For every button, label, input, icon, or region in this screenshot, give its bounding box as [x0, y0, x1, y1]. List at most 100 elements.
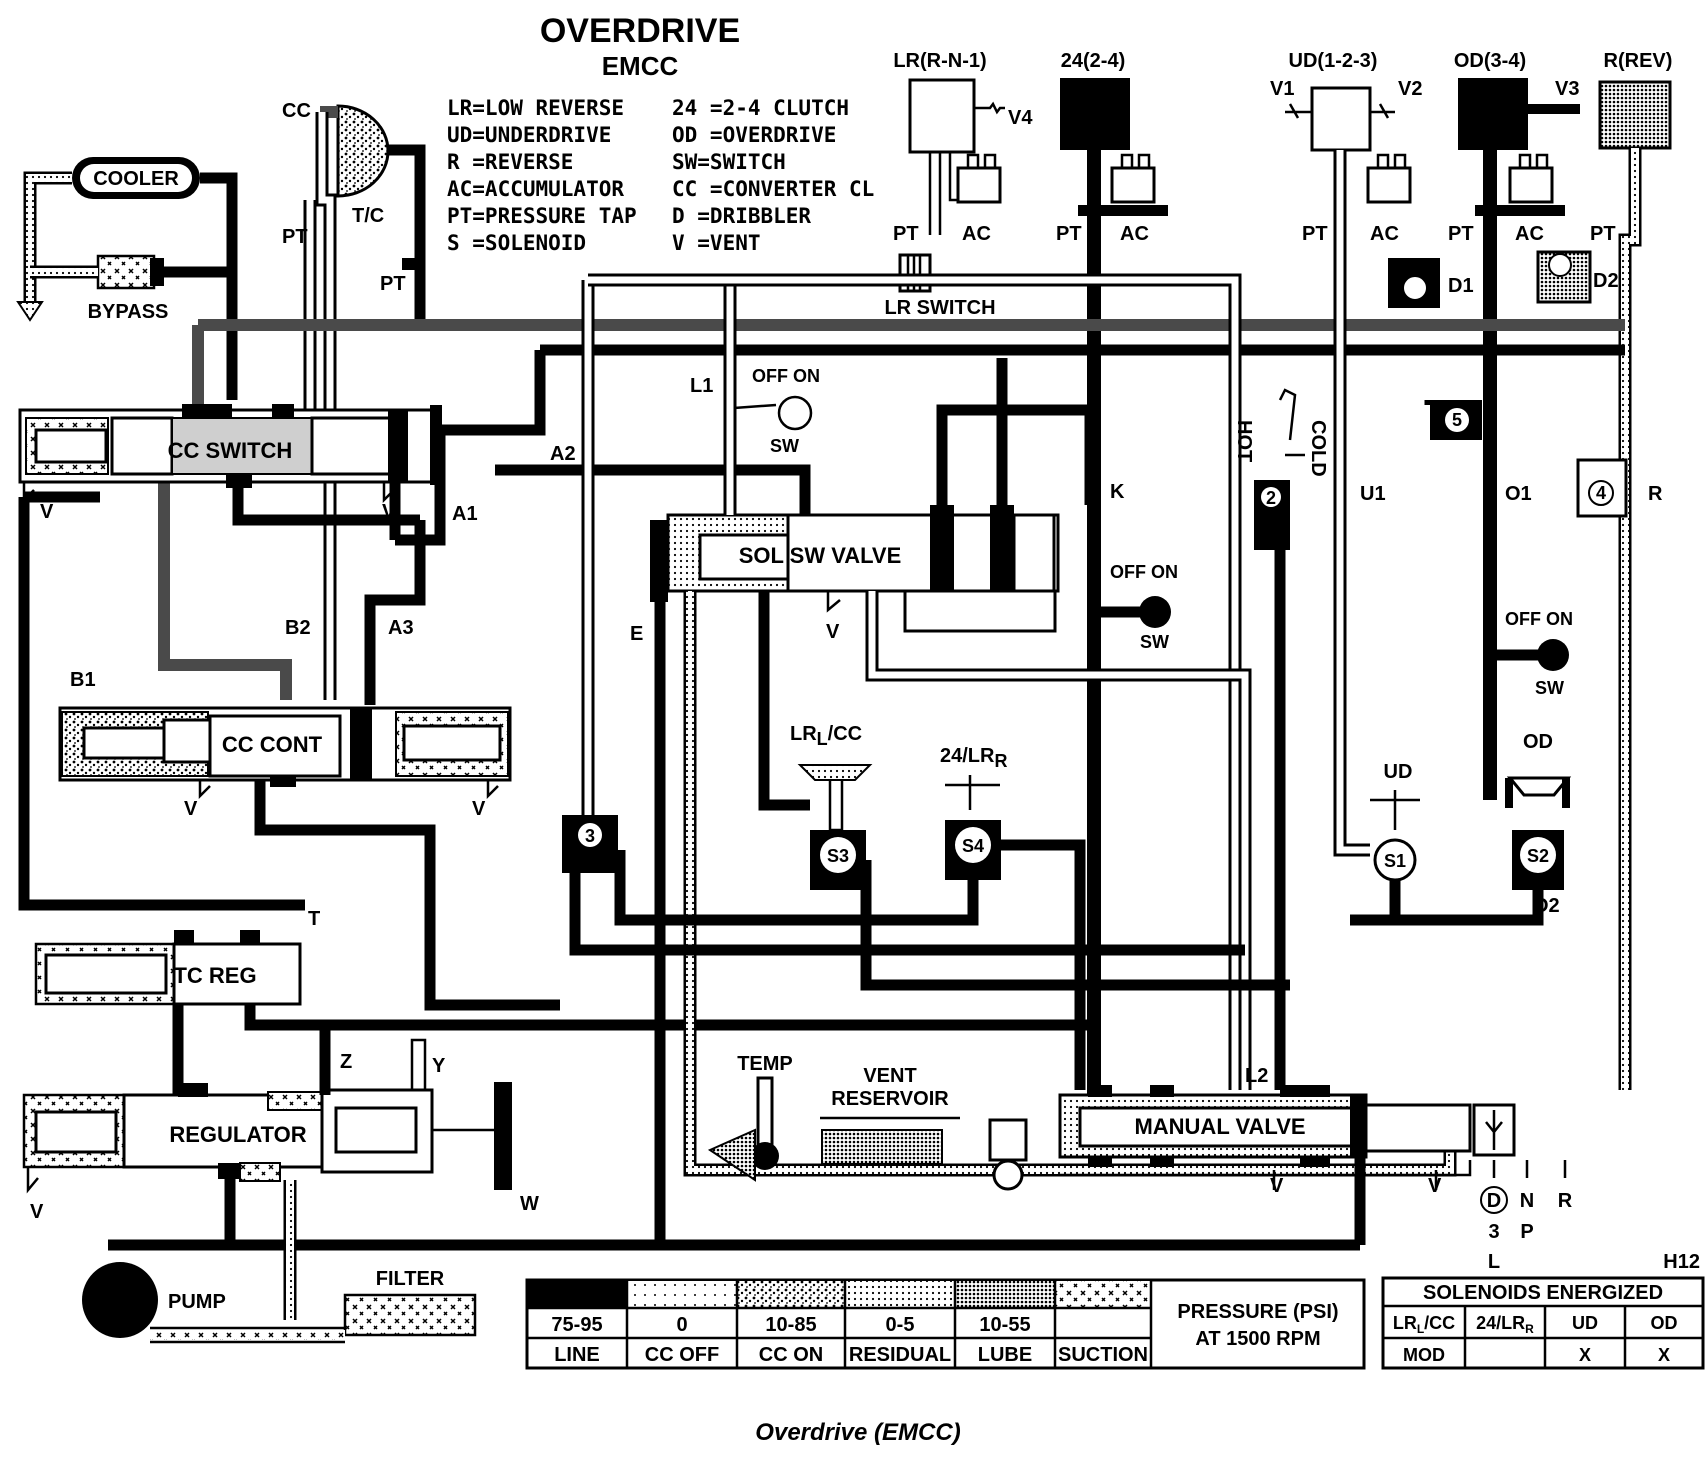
pressure-value-line: 75-95: [551, 1314, 602, 1336]
vent-reservoir-label-2: RESERVOIR: [831, 1088, 949, 1110]
hot-label: HOT: [1233, 420, 1255, 462]
solenoid-s1: UD S1: [1370, 761, 1420, 882]
check-ball-3: 3: [562, 815, 618, 873]
cc-cont-valve: CC CONT V V: [58, 706, 512, 820]
regulator-valve: REGULATOR V Z Y W: [22, 1051, 539, 1223]
pt-tc-label: PT: [380, 273, 406, 295]
regulator-vent: V: [30, 1201, 44, 1223]
line-t-label: T: [308, 908, 320, 930]
thermal-valve: HOT COLD 2: [1233, 388, 1329, 550]
temp-sensor: TEMP: [707, 1053, 793, 1182]
ac-24-label: AC: [1120, 223, 1149, 245]
temp-label: TEMP: [737, 1053, 793, 1075]
figure-caption: Overdrive (EMCC): [755, 1419, 960, 1446]
key-pt: PT=PRESSURE TAP: [447, 204, 637, 228]
solenoids-val-lrcc: MOD: [1403, 1345, 1445, 1365]
pump: PUMP: [82, 1262, 226, 1338]
dribbler-d2: D2: [1536, 250, 1619, 304]
cc-switch-label: CC SWITCH: [168, 438, 293, 463]
ac-lr-label: AC: [962, 223, 991, 245]
pressure-name-residual: RESIDUAL: [849, 1344, 951, 1366]
pt-ud-label: PT: [1302, 223, 1328, 245]
clutch-reverse: R(REV): [1598, 50, 1673, 1090]
check-5-label: 5: [1452, 410, 1462, 430]
vent-v1-label: V1: [1270, 78, 1294, 100]
clutch-24: 24(2-4): [1060, 50, 1168, 1100]
s3-label: S3: [827, 846, 849, 866]
clutch-ud-label: UD(1-2-3): [1289, 50, 1378, 72]
key-24: 24 =2-4 CLUTCH: [672, 96, 849, 120]
filter: FILTER: [343, 1268, 477, 1337]
abbreviation-key: LR=LOW REVERSE UD=UNDERDRIVE R =REVERSE …: [447, 96, 874, 255]
pressure-name-cc-on: CC ON: [759, 1344, 823, 1366]
line-b2-label: B2: [285, 617, 311, 639]
diagram-title: OVERDRIVE: [540, 12, 740, 50]
line-z-label: Z: [340, 1051, 352, 1073]
pressure-legend-title-2: AT 1500 RPM: [1195, 1328, 1320, 1350]
dribbler-d2-label: D2: [1593, 270, 1619, 292]
pressure-name-line: LINE: [554, 1344, 600, 1366]
check-4-label: 4: [1596, 483, 1606, 503]
vent-v2-label: V2: [1398, 78, 1422, 100]
solenoids-col-lrcc: LRL/CC: [1393, 1313, 1455, 1336]
s2-name: OD: [1523, 731, 1553, 753]
line-a3-label: A3: [388, 617, 414, 639]
pressure-value-cc-off: 0: [676, 1314, 687, 1336]
solenoids-col-24lr: 24/LRR: [1476, 1313, 1534, 1336]
switch-o1-sw: SW: [1535, 678, 1564, 698]
solenoid-s4: 24/LRR S4: [940, 745, 1007, 880]
cooler: COOLER: [72, 157, 200, 199]
key-r: R =REVERSE: [447, 150, 573, 174]
lube-check: [988, 1118, 1028, 1191]
pt-lr-label: PT: [893, 223, 919, 245]
switch-k: OFF ON SW: [1094, 562, 1178, 652]
manual-valve-label: MANUAL VALVE: [1134, 1114, 1305, 1139]
switch-k-sw: SW: [1140, 632, 1169, 652]
clutch-ud: UD(1-2-3) V1 V2: [1270, 50, 1422, 212]
vent-v3-label: V3: [1555, 78, 1579, 100]
cc-cont-vent-2: V: [472, 798, 486, 820]
key-sw: SW=SWITCH: [672, 150, 786, 174]
s3-name: LRL/CC: [790, 723, 862, 749]
cc-switch-valve: CC SWITCH V V: [18, 404, 442, 523]
clutch-24-label: 24(2-4): [1061, 50, 1125, 72]
lr-switch-label: LR SWITCH: [884, 297, 995, 319]
sol-sw-valve: SOL SW VALVE V: [650, 505, 1060, 643]
solenoids-col-ud: UD: [1572, 1313, 1598, 1333]
key-ud: UD=UNDERDRIVE: [447, 123, 611, 147]
solenoid-s3: LRL/CC S3: [790, 723, 873, 890]
sol-sw-vent: V: [826, 621, 840, 643]
clutch-reverse-label: R(REV): [1604, 50, 1673, 72]
key-ac: AC=ACCUMULATOR: [447, 177, 624, 201]
vent-v4-label: V4: [1008, 107, 1033, 129]
switch-l1-offon: OFF ON: [752, 366, 820, 386]
clutch-lr-label: LR(R-N-1): [893, 50, 986, 72]
regulator-label: REGULATOR: [169, 1122, 306, 1147]
manual-vent-2: V: [1428, 1175, 1442, 1197]
gear-r: R: [1558, 1190, 1573, 1212]
s1-label: S1: [1384, 851, 1406, 871]
key-od: OD =OVERDRIVE: [672, 123, 836, 147]
pressure-name-lube: LUBE: [978, 1344, 1032, 1366]
line-r-label: R: [1648, 483, 1663, 505]
pt-od-label: PT: [1448, 223, 1474, 245]
line-w-label: W: [520, 1193, 539, 1215]
solenoids-energized-table: SOLENOIDS ENERGIZED LRL/CC 24/LRR UD OD …: [1381, 1276, 1705, 1370]
s4-name: 24/LRR: [940, 745, 1007, 771]
clutch-od-label: OD(3-4): [1454, 50, 1526, 72]
key-d: D =DRIBBLER: [672, 204, 811, 228]
switch-l1: OFF ON SW: [733, 366, 820, 456]
line-o1-label: O1: [1505, 483, 1532, 505]
pt-24-label: PT: [1056, 223, 1082, 245]
line-b1-label: B1: [70, 669, 96, 691]
solenoid-s2: OD S2 O2: [1505, 731, 1572, 917]
s2-label: S2: [1527, 846, 1549, 866]
solenoids-val-ud: X: [1579, 1345, 1591, 1365]
switch-o1-offon: OFF ON: [1505, 609, 1573, 629]
s1-name: UD: [1384, 761, 1413, 783]
manual-valve: MANUAL VALVE V V L2: [1058, 1065, 1516, 1197]
sol-sw-valve-label: SOL SW VALVE: [739, 543, 902, 568]
line-y-label: Y: [432, 1055, 446, 1077]
key-s: S =SOLENOID: [447, 231, 586, 255]
